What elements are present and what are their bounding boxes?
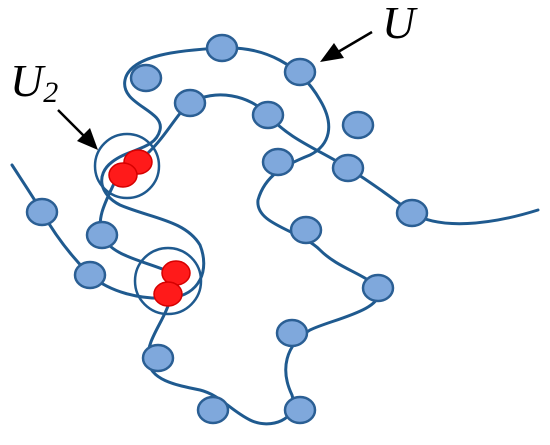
label-u2-main: U <box>10 55 46 106</box>
bead <box>331 153 365 183</box>
contact-ring-lower <box>133 246 203 316</box>
bead <box>25 197 59 227</box>
bead <box>129 63 163 93</box>
chain-b-path <box>98 93 540 272</box>
bead <box>341 110 375 140</box>
bead <box>361 273 395 303</box>
label-u2-subscript: 2 <box>43 76 58 109</box>
bead <box>141 343 175 373</box>
bead <box>395 198 429 228</box>
contact-bead <box>108 162 138 188</box>
bead <box>289 215 323 245</box>
arrow-u2 <box>57 109 98 150</box>
bead <box>73 260 107 290</box>
arrow-u <box>320 30 373 62</box>
bead <box>251 100 285 130</box>
beads <box>25 33 429 425</box>
bead <box>196 395 230 425</box>
label-u2: U2 <box>10 55 58 109</box>
contact-bead <box>153 281 183 307</box>
label-u: U <box>382 0 418 48</box>
contact-beads <box>108 149 191 307</box>
arrow-u-head <box>320 43 344 62</box>
bead <box>173 88 207 118</box>
arrow-u-shaft <box>337 30 373 54</box>
bead <box>283 395 317 425</box>
bead <box>261 147 295 177</box>
bead <box>85 220 119 250</box>
bead <box>283 57 317 87</box>
bead <box>275 318 309 348</box>
arrow-u2-shaft <box>57 109 85 137</box>
bead <box>205 33 239 63</box>
arrow-u2-head <box>77 128 98 150</box>
contact-ring-upper <box>93 132 161 200</box>
